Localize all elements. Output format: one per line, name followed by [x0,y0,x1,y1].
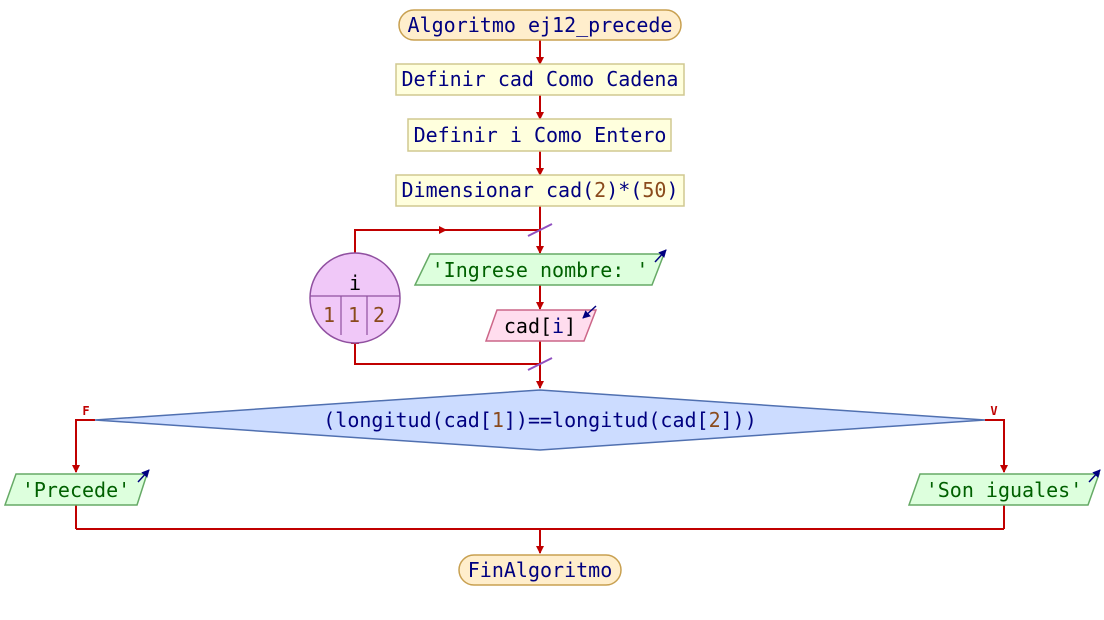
decision: (longitud(cad[1])==longitud(cad[2])) F V [82,389,998,451]
loop-markers [527,223,553,371]
process-def-i: Definir i Como Entero [407,118,672,152]
start-terminal-shape [398,9,682,41]
output-prompt-shape [413,253,666,286]
loop-end-marker [527,357,553,371]
decision-true-label: V [990,404,997,418]
input-read-text: cad[i] [504,314,576,338]
output-prompt: 'Ingrese nombre: ' [413,249,667,286]
output-arrow-icon [654,249,667,263]
output-prompt-text: 'Ingrese nombre: ' [432,258,649,282]
for-loop-circle [309,252,401,344]
start-terminal: Algoritmo ej12_precede [398,9,682,41]
input-read-shape [484,309,598,342]
loop-back-arrow [351,336,540,365]
process-def-cad-text: Definir cad Como Cadena [402,67,679,91]
process-def-cad-shape [395,63,685,96]
arrow-decision-false [72,419,95,473]
output-son-iguales-shape [907,473,1101,506]
arrow-decision-true [985,419,1008,473]
input-read: cad[i] [484,305,598,342]
for-loop-variable: i [349,271,361,295]
loop-start-marker [527,223,553,237]
end-terminal: FinAlgoritmo [458,554,622,586]
output-son-iguales-arrow-icon [1088,469,1101,483]
end-terminal-shape [458,554,622,586]
connectors [72,40,1008,554]
for-loop-to: 2 [373,303,385,327]
start-terminal-text: Algoritmo ej12_precede [408,13,673,37]
process-dimensionar: Dimensionar cad(2)*(50) [395,174,685,207]
output-precede: 'Precede' [3,469,150,506]
process-def-cad: Definir cad Como Cadena [395,63,685,96]
input-arrow-icon [582,305,597,319]
output-precede-shape [3,473,149,506]
process-dimensionar-shape [395,174,685,207]
output-son-iguales: 'Son iguales' [907,469,1101,506]
for-loop-step: 1 [348,303,360,327]
process-def-i-text: Definir i Como Entero [414,123,667,147]
output-son-iguales-text: 'Son iguales' [926,478,1083,502]
process-def-i-shape [407,118,672,152]
end-terminal-text: FinAlgoritmo [468,558,613,582]
for-loop-node: i 1 1 2 [309,252,401,344]
process-dimensionar-text: Dimensionar cad(2)*(50) [402,178,679,202]
for-loop-from: 1 [323,303,335,327]
decision-false-label: F [82,404,89,418]
output-precede-text: 'Precede' [22,478,130,502]
loop-entry-arrow [354,226,447,259]
decision-shape [94,389,986,451]
output-precede-arrow-icon [137,469,150,483]
decision-condition: (longitud(cad[1])==longitud(cad[2])) [323,408,757,432]
